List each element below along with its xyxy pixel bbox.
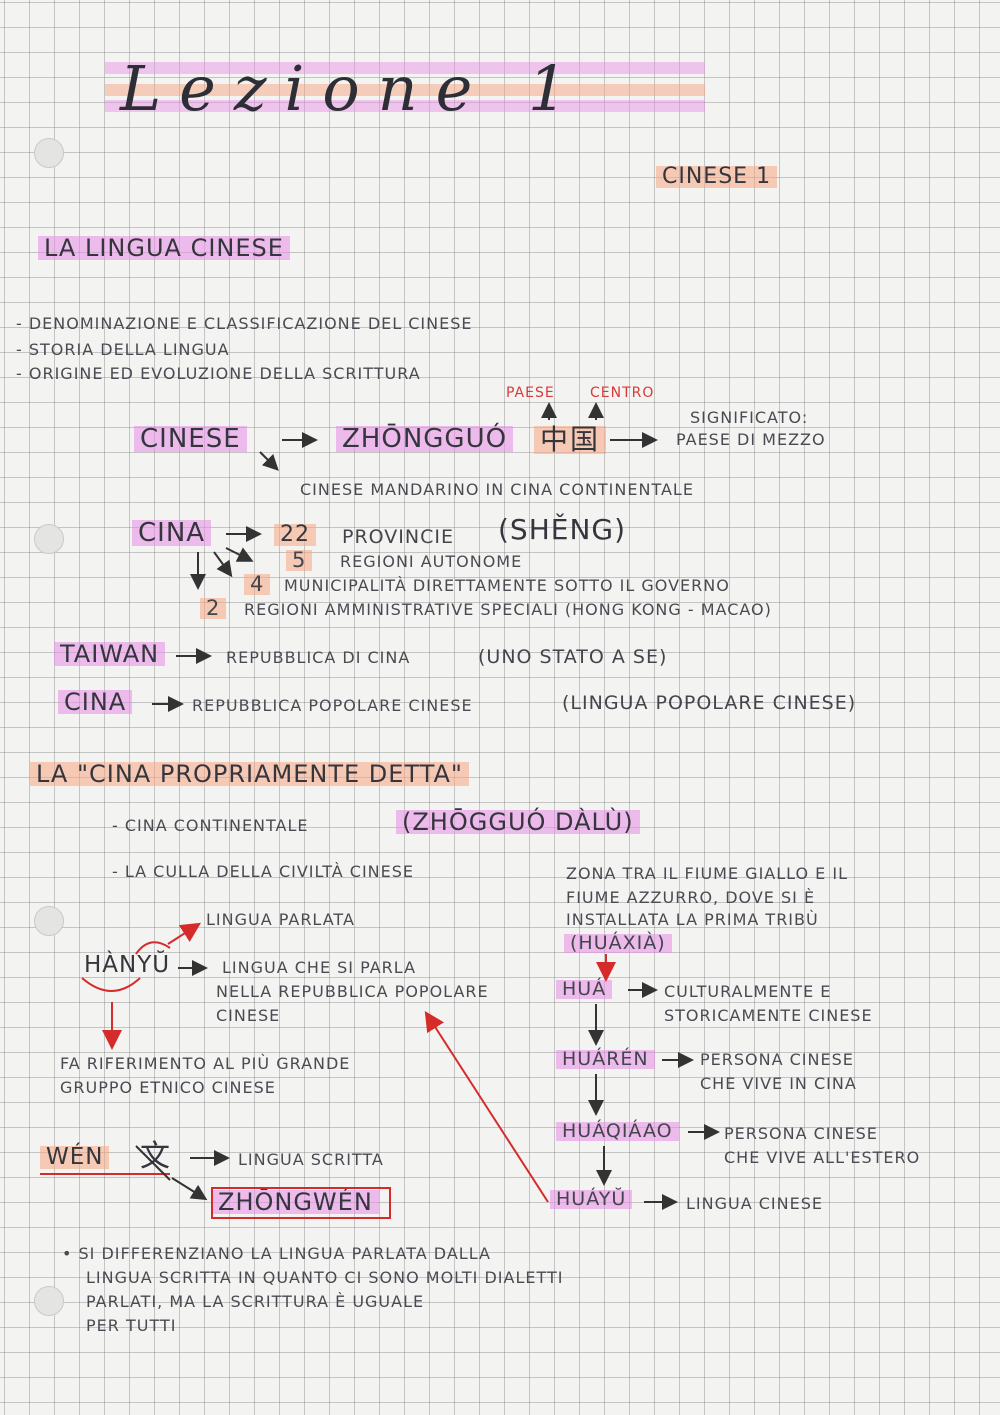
- cina-word: CINA: [132, 520, 212, 546]
- arrow-red: [167, 922, 202, 945]
- arrow: [213, 551, 233, 578]
- num-municipalita: 4: [244, 574, 271, 595]
- note-line: PER TUTTI: [86, 1316, 177, 1335]
- continentale-pinyin: (ZHŌGGUÓ DÀLÙ): [396, 810, 640, 834]
- huaxia-pinyin: (HUÁXIÀ): [564, 934, 672, 953]
- zhongguo-chars: 中国: [534, 426, 607, 454]
- riferimento-line: GRUPPO ETNICO CINESE: [60, 1078, 276, 1097]
- lingua-parlata: LINGUA PARLATA: [206, 910, 355, 929]
- cina2-word: CINA: [58, 690, 133, 714]
- section-heading-lingua: LA LINGUA CINESE: [38, 236, 290, 260]
- cinese-word: CINESE: [134, 426, 247, 452]
- binder-hole: [34, 524, 64, 554]
- huaqiao-desc: PERSONA CINESE: [724, 1124, 878, 1143]
- subject-label: CINESE 1: [656, 166, 778, 188]
- zona-line: ZONA TRA IL FIUME GIALLO E IL: [566, 864, 849, 883]
- hua-desc: STORICAMENTE CINESE: [664, 1006, 873, 1025]
- huaren-desc: CHE VIVE IN CINA: [700, 1074, 857, 1093]
- note-line: PARLATI, MA LA SCRITTURA È UGUALE: [86, 1292, 425, 1311]
- label-paese: PAESE: [506, 385, 555, 401]
- binder-hole: [34, 1286, 64, 1316]
- zhongguo-word: ZHŌNGGUÓ: [336, 426, 514, 452]
- zona-line: FIUME AZZURRO, DOVE SI È: [566, 888, 816, 907]
- note-line: • SI DIFFERENZIANO LA LINGUA PARLATA DAL…: [62, 1244, 491, 1263]
- huaren-desc: PERSONA CINESE: [700, 1050, 854, 1069]
- huayu-desc: LINGUA CINESE: [686, 1194, 823, 1213]
- province-label: PROVINCIE: [342, 526, 454, 548]
- zhongwen-box: [211, 1187, 391, 1219]
- wen-word: WÉN: [40, 1146, 110, 1169]
- section-heading-cina: LA "CINA PROPRIAMENTE DETTA": [30, 762, 469, 786]
- hanyu-arc-top: [135, 941, 171, 955]
- binder-hole: [34, 138, 64, 168]
- continentale-label: - CINA CONTINENTALE: [112, 816, 309, 835]
- zona-line: INSTALLATA LA PRIMA TRIBÙ: [566, 910, 819, 929]
- cina2-desc: REPUBBLICA POPOLARE CINESE: [192, 696, 473, 715]
- huaren-word: HUÁRÉN: [556, 1050, 655, 1069]
- zhongwen-word: ZHŌNGWÉN: [212, 1190, 379, 1214]
- huaqiao-desc: CHE VIVE ALL'ESTERO: [724, 1148, 921, 1167]
- wen-cross: [135, 1145, 171, 1181]
- riferimento-line: FA RIFERIMENTO AL PIÙ GRANDE: [60, 1054, 351, 1073]
- huayu-word: HUÁYŬ: [550, 1190, 633, 1209]
- arrow: [225, 547, 254, 562]
- mandarino-note: CINESE MANDARINO IN CINA CONTINENTALE: [300, 480, 694, 499]
- hanyu-word: HÀNYŬ: [84, 952, 171, 978]
- taiwan-note: (UNO STATO A SE): [478, 646, 668, 668]
- topic-item: - DENOMINAZIONE E CLASSIFICAZIONE DEL CI…: [16, 314, 473, 333]
- hanyu-desc: NELLA REPUBBLICA POPOLARE: [216, 982, 489, 1001]
- lingua-scritta: LINGUA SCRITTA: [238, 1150, 384, 1169]
- num-province: 22: [274, 524, 316, 546]
- hanyu-desc: CINESE: [216, 1006, 281, 1025]
- sheng-pinyin: (SHĚNG): [498, 513, 627, 546]
- num-speciali: 2: [200, 598, 227, 619]
- arrow: [259, 451, 279, 471]
- num-regioni: 5: [286, 550, 313, 571]
- arrow-red: [424, 1010, 549, 1203]
- hanyu-desc: LINGUA CHE SI PARLA: [222, 958, 417, 977]
- municipalita-label: MUNICIPALITÀ DIRETTAMENTE SOTTO IL GOVER…: [284, 576, 730, 595]
- hua-word: HUÁ: [556, 980, 613, 999]
- title-highlight: [105, 62, 705, 112]
- huaqiao-word: HUÁQIÁAO: [556, 1122, 679, 1141]
- regioni-label: REGIONI AUTONOME: [340, 552, 523, 571]
- hanyu-arc: [81, 977, 141, 992]
- hua-desc: CULTURALMENTE E: [664, 982, 832, 1001]
- topic-item: - STORIA DELLA LINGUA: [16, 340, 230, 359]
- significato-label: SIGNIFICATO:: [690, 408, 809, 427]
- wen-char: 文: [140, 1139, 171, 1174]
- page-title: Lezione 1: [120, 52, 586, 125]
- topic-item: - ORIGINE ED EVOLUZIONE DELLA SCRITTURA: [16, 364, 421, 383]
- label-centro: CENTRO: [590, 385, 655, 401]
- note-line: LINGUA SCRITTA IN QUANTO CI SONO MOLTI D…: [86, 1268, 564, 1287]
- arrow: [171, 1177, 208, 1201]
- cina2-note: (LINGUA POPOLARE CINESE): [562, 692, 857, 714]
- speciali-label: REGIONI AMMINISTRATIVE SPECIALI (HONG KO…: [244, 600, 772, 619]
- significato-value: PAESE DI MEZZO: [676, 430, 826, 449]
- taiwan-word: TAIWAN: [54, 642, 166, 666]
- binder-hole: [34, 906, 64, 936]
- culla-label: - LA CULLA DELLA CIVILTÀ CINESE: [112, 862, 414, 881]
- taiwan-desc: REPUBBLICA DI CINA: [226, 648, 411, 667]
